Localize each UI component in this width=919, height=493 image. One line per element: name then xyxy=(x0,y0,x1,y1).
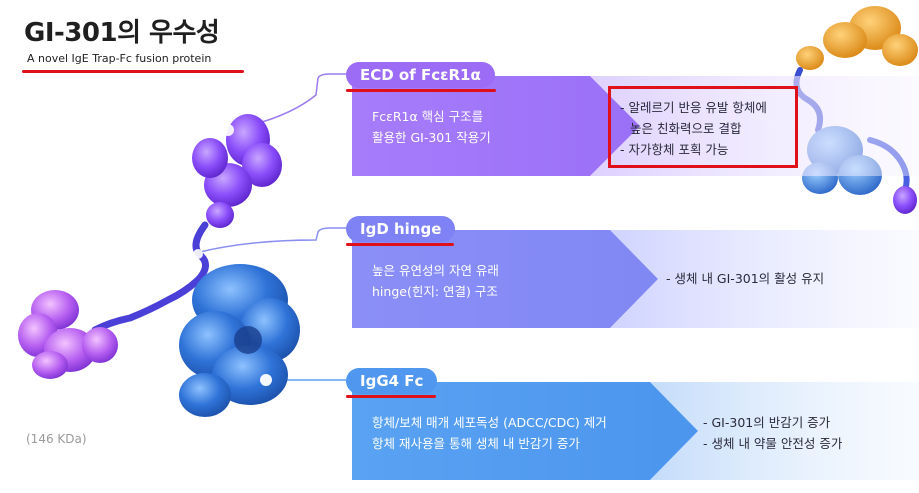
panel-left-3 xyxy=(352,382,698,480)
tag-igg4-fc: IgG4 Fc xyxy=(346,368,438,394)
panel-right-2 xyxy=(610,230,919,328)
molecular-weight-label: (146 KDa) xyxy=(26,432,87,446)
desc-ecd: FcεR1α 핵심 구조를 활용한 GI-301 작용기 xyxy=(372,109,491,145)
tag-ecd-underline xyxy=(346,89,496,92)
tag-igd-hinge: IgD hinge xyxy=(346,216,456,242)
subtitle-underline xyxy=(22,70,244,73)
desc-igg4: 항체/보체 매개 세포독성 (ADCC/CDC) 제거 항체 재사용을 통해 생… xyxy=(372,415,607,451)
panel-left-2 xyxy=(352,230,658,328)
panel-right-1 xyxy=(590,76,919,176)
panel-left-1 xyxy=(352,76,640,176)
tag-ecd: ECD of FcεR1α xyxy=(346,62,495,88)
effects-igd: - 생체 내 GI-301의 활성 유지 xyxy=(666,271,825,286)
effects-ecd: - 알레르기 반응 유발 항체에 높은 친화력으로 결합 - 자가항체 포획 가… xyxy=(620,100,767,157)
tag-igg4-underline xyxy=(346,395,436,398)
panel-right-3 xyxy=(650,382,919,480)
page-title: GI-301의 우수성 xyxy=(24,18,220,48)
effects-igg4: - GI-301의 반감기 증가 - 생체 내 약물 안전성 증가 xyxy=(703,415,843,451)
tag-igd-underline xyxy=(346,243,454,246)
highlight-box xyxy=(608,86,798,168)
page-subtitle: A novel IgE Trap-Fc fusion protein xyxy=(27,52,212,65)
desc-igd: 높은 유연성의 자연 유래 hinge(힌지: 연결) 구조 xyxy=(372,263,499,299)
